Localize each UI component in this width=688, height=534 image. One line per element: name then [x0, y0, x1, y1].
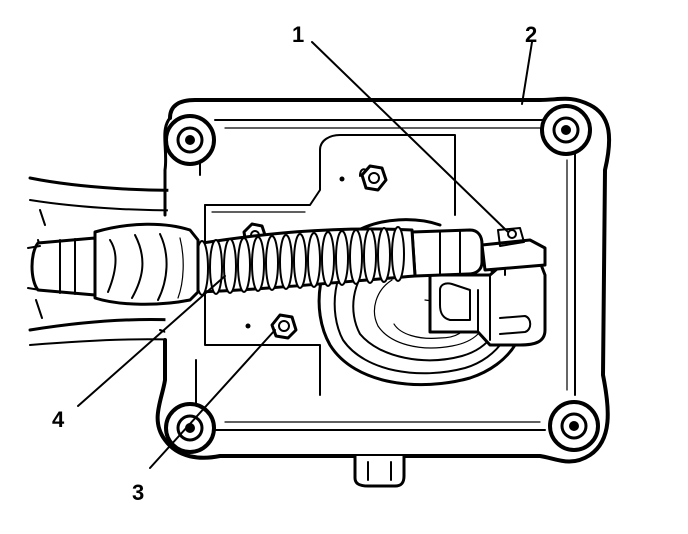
corner-bolt-top-right: [540, 104, 592, 156]
conduit-rib: [293, 233, 307, 289]
corner-bolt-top-left: [164, 114, 216, 166]
conduit-boot: [93, 222, 200, 306]
callout-1: 1: [292, 22, 304, 47]
conduit-rib: [279, 234, 293, 290]
conduit-rib: [307, 232, 321, 288]
callout-3: 3: [132, 480, 144, 505]
nut-lower: [270, 313, 298, 340]
conduit-rib: [321, 231, 335, 287]
conduit-rib: [209, 239, 223, 295]
nut-upper: [360, 164, 388, 192]
conduit-rib: [223, 238, 237, 294]
corner-bolt-bottom-right: [548, 400, 600, 452]
conduit-rib: [335, 230, 349, 286]
leader-line-1: [311, 41, 509, 233]
cable-connector: [428, 227, 547, 347]
leader-line-2: [521, 41, 533, 105]
conduit-rib: [265, 235, 279, 291]
conduit-rib: [237, 237, 251, 293]
callout-4: 4: [52, 407, 65, 432]
leader-line-4: [77, 275, 226, 407]
cable-end: [410, 228, 484, 278]
callout-2: 2: [525, 22, 537, 47]
conduit-rib: [349, 229, 363, 285]
conduit-rib: [391, 226, 405, 282]
cable-left: [27, 236, 97, 297]
conduit-rib: [377, 227, 391, 283]
corner-bolt-bottom-left: [164, 402, 216, 454]
conduit-rib: [363, 228, 377, 284]
leader-lines: [77, 41, 533, 469]
conduit-rib: [251, 236, 265, 292]
leader-line-3: [149, 329, 276, 469]
